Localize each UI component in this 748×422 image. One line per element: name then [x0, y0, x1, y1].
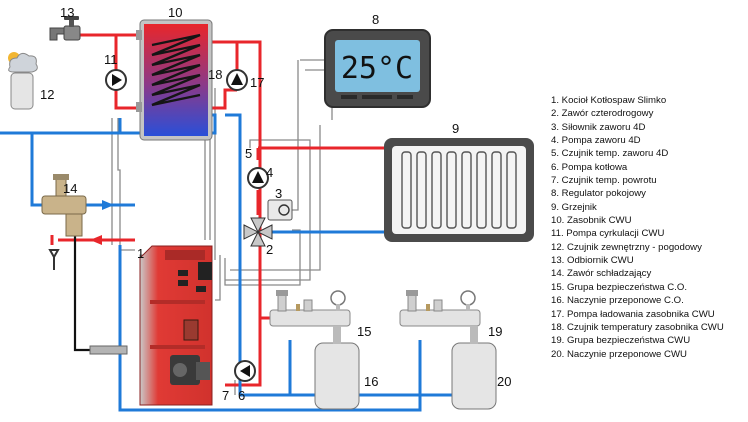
room-thermostat: [324, 29, 431, 108]
legend-item: 6. Pompa kotłowa: [551, 161, 628, 173]
label-12: 12: [40, 87, 54, 102]
label-15: 15: [357, 324, 371, 339]
component-number-labels: 1 2 3 4 5 6 7 8 9 10 11 12 13 14 15 16 1…: [40, 5, 511, 403]
tank-loading-pump-icon: [226, 69, 248, 91]
legend-item: 7. Czujnik temp. powrotu: [551, 175, 657, 187]
flow-arrow-red: [90, 235, 114, 245]
legend: 1. Kocioł Kotłospaw Slimko 2. Zawór czte…: [551, 94, 747, 361]
faucet-icon: [49, 16, 81, 41]
label-3: 3: [275, 186, 282, 201]
cooling-valve-icon: [41, 174, 87, 270]
boiler-pump-icon: [234, 360, 256, 382]
valve-actuator-icon: [267, 199, 293, 221]
label-4: 4: [266, 165, 273, 180]
label-6: 6: [238, 388, 245, 403]
label-1: 1: [137, 246, 144, 261]
legend-item: 20. Naczynie przeponowe CWU: [551, 348, 687, 360]
label-16: 16: [364, 374, 378, 389]
expansion-vessel-heating: [314, 326, 360, 410]
return-pipes: [0, 113, 470, 412]
label-5: 5: [245, 146, 252, 161]
legend-item: 18. Czujnik temperatury zasobnika CWU: [551, 321, 724, 333]
legend-item: 15. Grupa bezpieczeństwa C.O.: [551, 281, 687, 293]
legend-item: 13. Odbiornik CWU: [551, 255, 634, 267]
label-11: 11: [104, 52, 118, 67]
legend-item: 17. Pompa ładowania zasobnika CWU: [551, 308, 715, 320]
label-9: 9: [452, 121, 459, 136]
label-8: 8: [372, 12, 379, 27]
legend-item: 2. Zawór czterodrogowy: [551, 108, 654, 120]
legend-item: 14. Zawór schładzający: [551, 268, 652, 280]
weather-sensor-icon: [8, 52, 38, 110]
safety-group-hot-water-icon: [399, 290, 481, 327]
expansion-vessel-hot-water: [451, 326, 497, 410]
flow-arrow-blue: [90, 200, 114, 210]
safety-group-heating-icon: [269, 290, 351, 327]
four-way-valve-icon: [243, 217, 273, 247]
legend-item: 4. Pompa zaworu 4D: [551, 135, 641, 147]
boiler: [139, 245, 213, 406]
legend-item: 1. Kocioł Kotłospaw Slimko: [551, 95, 667, 106]
legend-item: 3. Siłownik zaworu 4D: [551, 121, 646, 133]
label-7: 7: [222, 388, 229, 403]
label-2: 2: [266, 242, 273, 257]
legend-item: 5. Czujnik temp. zaworu 4D: [551, 148, 669, 160]
circulation-pump-icon: [105, 69, 127, 91]
label-13: 13: [60, 5, 74, 20]
label-17: 17: [250, 75, 264, 90]
label-10: 10: [168, 5, 182, 20]
label-19: 19: [488, 324, 502, 339]
legend-item: 16. Naczynie przeponowe C.O.: [551, 295, 684, 307]
mixing-valve-pump-icon: [247, 167, 269, 189]
thermostat-display: 25°C: [341, 51, 413, 86]
legend-item: 19. Grupa bezpieczeństwa CWU: [551, 335, 691, 347]
legend-item: 9. Grzejnik: [551, 201, 597, 213]
legend-item: 11. Pompa cyrkulacji CWU: [551, 228, 665, 240]
label-18: 18: [208, 67, 222, 82]
legend-item: 8. Regulator pokojowy: [551, 188, 646, 200]
temperature-probe: [89, 345, 128, 355]
drain-line: [73, 230, 100, 352]
legend-item: 12. Czujnik zewnętrzny - pogodowy: [551, 241, 702, 253]
legend-item: 10. Zasobnik CWU: [551, 215, 632, 227]
label-14: 14: [63, 181, 77, 196]
label-20: 20: [497, 374, 511, 389]
radiator: [384, 138, 534, 242]
hot-water-tank: [136, 19, 213, 141]
